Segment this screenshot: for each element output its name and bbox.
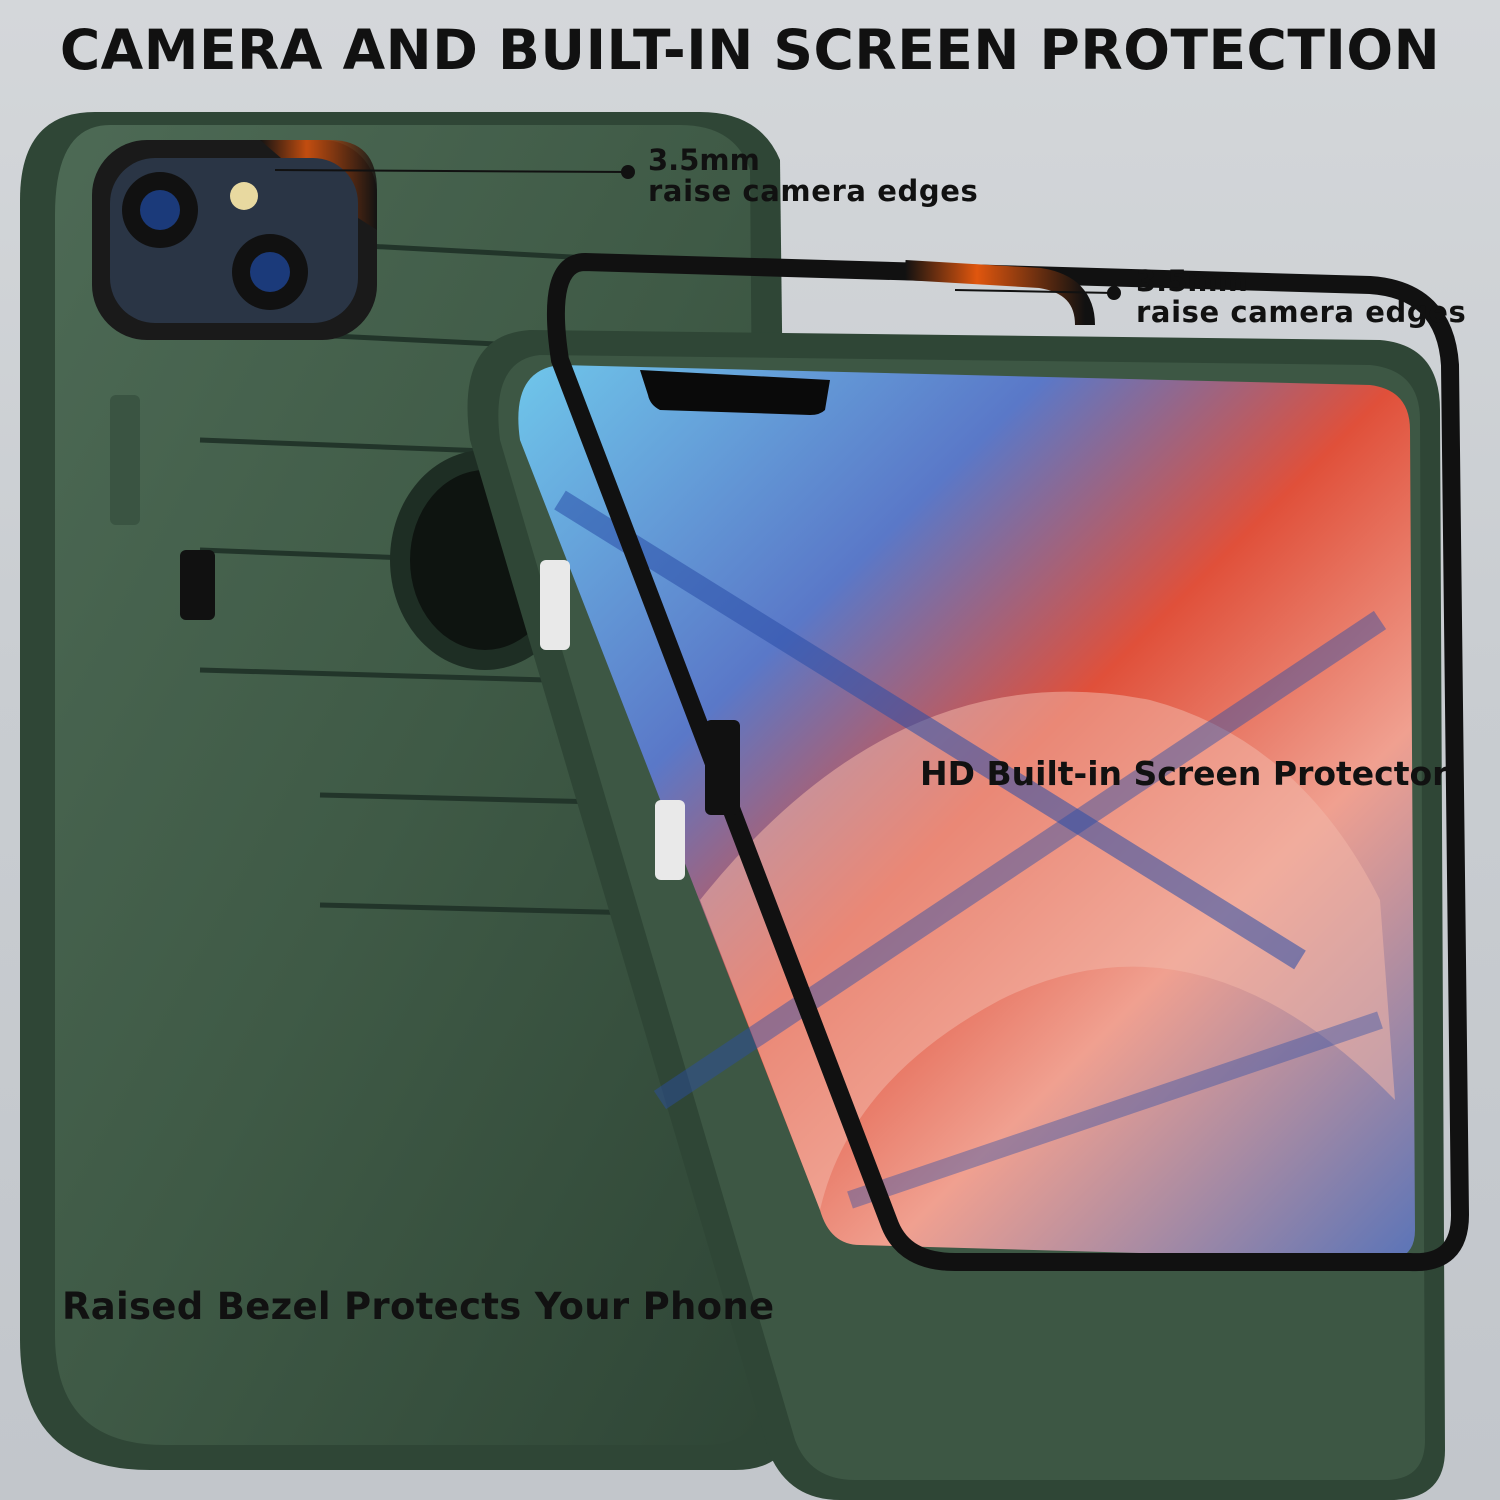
callout-2-description: raise camera edges — [1136, 295, 1467, 329]
callout-leaders — [274, 165, 1121, 300]
side-button — [110, 395, 140, 525]
bezel-frame — [546, 252, 1470, 1272]
side-button — [540, 560, 570, 650]
camera-module — [92, 140, 377, 340]
side-button — [180, 550, 215, 620]
frame-clip — [705, 720, 740, 815]
callout-2-size: 3.5mm — [1136, 264, 1248, 298]
bezel-highlight — [904, 260, 1095, 326]
phone-screen — [518, 365, 1415, 1260]
bottom-text-line-1: Raised Bezel Protects Your Phone — [62, 1285, 775, 1328]
page-title: CAMERA AND BUILT-IN SCREEN PROTECTION — [59, 18, 1441, 82]
side-button — [655, 800, 685, 880]
callout-1-description: raise camera edges — [648, 174, 979, 208]
feature-label: HD Built-in Screen Protector — [920, 754, 1449, 793]
callout-1-size: 3.5mm — [648, 143, 760, 177]
